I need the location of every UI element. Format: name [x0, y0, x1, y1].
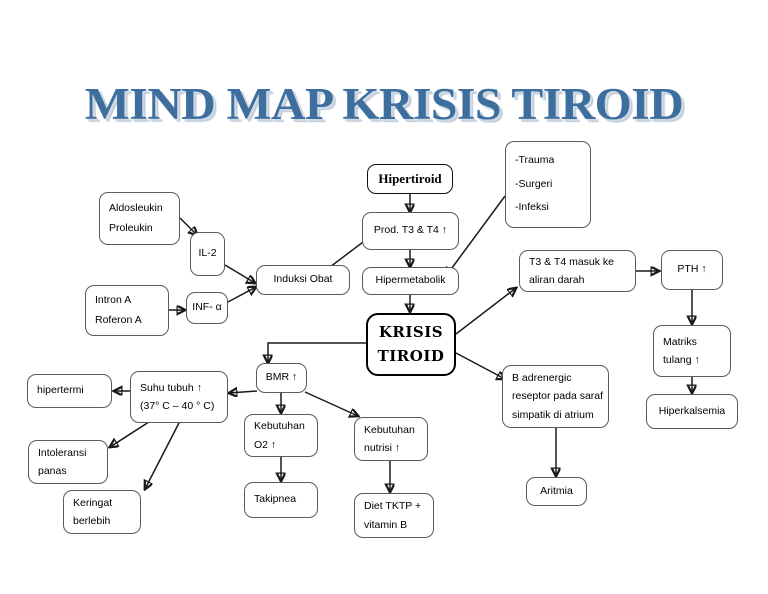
- node-induksi-obat[interactable]: Induksi Obat: [256, 265, 350, 295]
- node-intoleransi-panas-line-1: panas: [38, 465, 67, 477]
- node-bmr-line-0: BMR ↑: [265, 371, 298, 384]
- node-pemicu-line-1: -Surgeri: [515, 177, 553, 190]
- node-b-adrenergic[interactable]: B adrenergic reseptor pada saraf simpati…: [502, 365, 609, 428]
- node-aldosleukin-line-0: Aldosleukin: [109, 201, 163, 214]
- node-b-adrenergic-line-0: B adrenergic: [512, 371, 572, 384]
- node-t3-t4-masuk[interactable]: T3 & T4 masuk ke aliran darah: [519, 250, 636, 292]
- node-inf-alpha[interactable]: INF- α: [186, 292, 228, 324]
- edge-inf-induksi: [227, 287, 256, 303]
- node-intron-a[interactable]: Intron A Roferon A: [85, 285, 169, 336]
- edge-krisis-badrenergic: [455, 352, 505, 379]
- node-intron-a-line-0: Intron A: [95, 293, 132, 306]
- node-suhu-tubuh[interactable]: Suhu tubuh ↑ (37° C – 40 ° C): [130, 371, 228, 423]
- node-aldosleukin[interactable]: Aldosleukin Proleukin: [99, 192, 180, 245]
- node-hipertiroid[interactable]: Hipertiroid: [367, 164, 453, 194]
- node-kebutuhan-o2-line-1: O2 ↑: [254, 438, 277, 451]
- node-t3-t4-masuk-line-0: T3 & T4 masuk ke: [529, 255, 615, 268]
- edge-krisis-t3t4masuk: [455, 288, 516, 335]
- node-diet-tktp-line-0: Diet TKTP +: [364, 500, 422, 513]
- edge-pemicu-hipermetabolik: [446, 195, 506, 276]
- node-hipertiroid-line-0: Hipertiroid: [378, 171, 442, 187]
- node-keringat-berlebih[interactable]: Keringat berlebih: [63, 490, 141, 534]
- node-prod-t3-t4[interactable]: Prod. T3 & T4 ↑: [362, 212, 459, 250]
- node-pth-line-0: PTH ↑: [677, 263, 707, 276]
- node-krisis-tiroid[interactable]: KRISIS TIROID: [366, 313, 456, 376]
- node-inf-alpha-line-0: INF- α: [192, 301, 222, 314]
- node-takipnea-line-0: Takipnea: [254, 493, 297, 506]
- node-matriks-tulang-line-1: tulang ↑: [663, 354, 700, 366]
- edge-suhu-intoleransi: [110, 419, 153, 447]
- node-matriks-tulang[interactable]: Matriks tulang ↑: [653, 325, 731, 377]
- node-bmr[interactable]: BMR ↑: [256, 363, 307, 393]
- node-kebutuhan-o2-line-0: Kebutuhan: [254, 420, 305, 433]
- node-pemicu-line-0: -Trauma: [515, 154, 555, 167]
- node-pemicu-line-2: -Infeksi: [515, 201, 549, 214]
- node-matriks-tulang-line-0: Matriks: [663, 335, 697, 348]
- node-aldosleukin-line-1: Proleukin: [109, 221, 153, 234]
- node-krisis-tiroid-line-0: KRISIS: [378, 323, 444, 342]
- node-intoleransi-panas-line-0: Intoleransi: [38, 446, 87, 459]
- node-hipertermi[interactable]: hipertermi: [27, 374, 112, 408]
- edge-krisis-bmr: [268, 342, 366, 363]
- node-suhu-tubuh-line-1: (37° C – 40 ° C): [140, 400, 215, 412]
- node-il2[interactable]: IL-2: [190, 232, 225, 276]
- node-t3-t4-masuk-line-1: aliran darah: [529, 274, 585, 286]
- node-hipermetabolik-line-0: Hipermetabolik: [375, 274, 446, 287]
- node-diet-tktp-line-1: vitamin B: [364, 518, 408, 531]
- node-hipermetabolik[interactable]: Hipermetabolik: [362, 267, 459, 295]
- node-kebutuhan-nutrisi-line-0: Kebutuhan: [364, 423, 415, 436]
- node-kebutuhan-o2[interactable]: Kebutuhan O2 ↑: [244, 414, 318, 457]
- node-prod-t3-t4-line-0: Prod. T3 & T4 ↑: [373, 224, 448, 237]
- node-takipnea[interactable]: Takipnea: [244, 482, 318, 518]
- node-kebutuhan-nutrisi[interactable]: Kebutuhan nutrisi ↑: [354, 417, 428, 461]
- node-hiperkalsemia[interactable]: Hiperkalsemia: [646, 394, 738, 429]
- node-keringat-berlebih-line-1: berlebih: [73, 515, 111, 527]
- node-hiperkalsemia-line-0: Hiperkalsemia: [658, 404, 726, 417]
- node-intoleransi-panas[interactable]: Intoleransi panas: [28, 440, 108, 484]
- node-krisis-tiroid-line-1: TIROID: [377, 346, 445, 365]
- edge-il2-induksi: [224, 264, 255, 283]
- node-pemicu[interactable]: -Trauma -Surgeri -Infeksi: [505, 141, 591, 228]
- node-pth[interactable]: PTH ↑: [661, 250, 723, 290]
- node-induksi-obat-line-0: Induksi Obat: [273, 273, 333, 286]
- node-aritmia[interactable]: Aritmia: [526, 477, 587, 506]
- node-keringat-berlebih-line-0: Keringat: [73, 496, 113, 509]
- node-aritmia-line-0: Aritmia: [540, 484, 573, 497]
- node-hipertermi-line-0: hipertermi: [37, 384, 84, 397]
- node-il2-line-0: IL-2: [198, 247, 217, 260]
- node-b-adrenergic-line-1: reseptor pada saraf: [512, 390, 604, 403]
- edge-suhu-keringat: [145, 420, 181, 489]
- node-kebutuhan-nutrisi-line-1: nutrisi ↑: [364, 442, 401, 454]
- node-b-adrenergic-line-2: simpatik di atrium: [512, 408, 594, 421]
- page-title: MIND MAP KRISIS TIROID: [84, 79, 684, 129]
- node-suhu-tubuh-line-0: Suhu tubuh ↑: [140, 381, 202, 394]
- edge-bmr-kebutuhan-nutrisi: [304, 391, 358, 416]
- edge-bmr-suhu: [229, 391, 258, 393]
- node-diet-tktp[interactable]: Diet TKTP + vitamin B: [354, 493, 434, 538]
- node-intron-a-line-1: Roferon A: [95, 313, 142, 326]
